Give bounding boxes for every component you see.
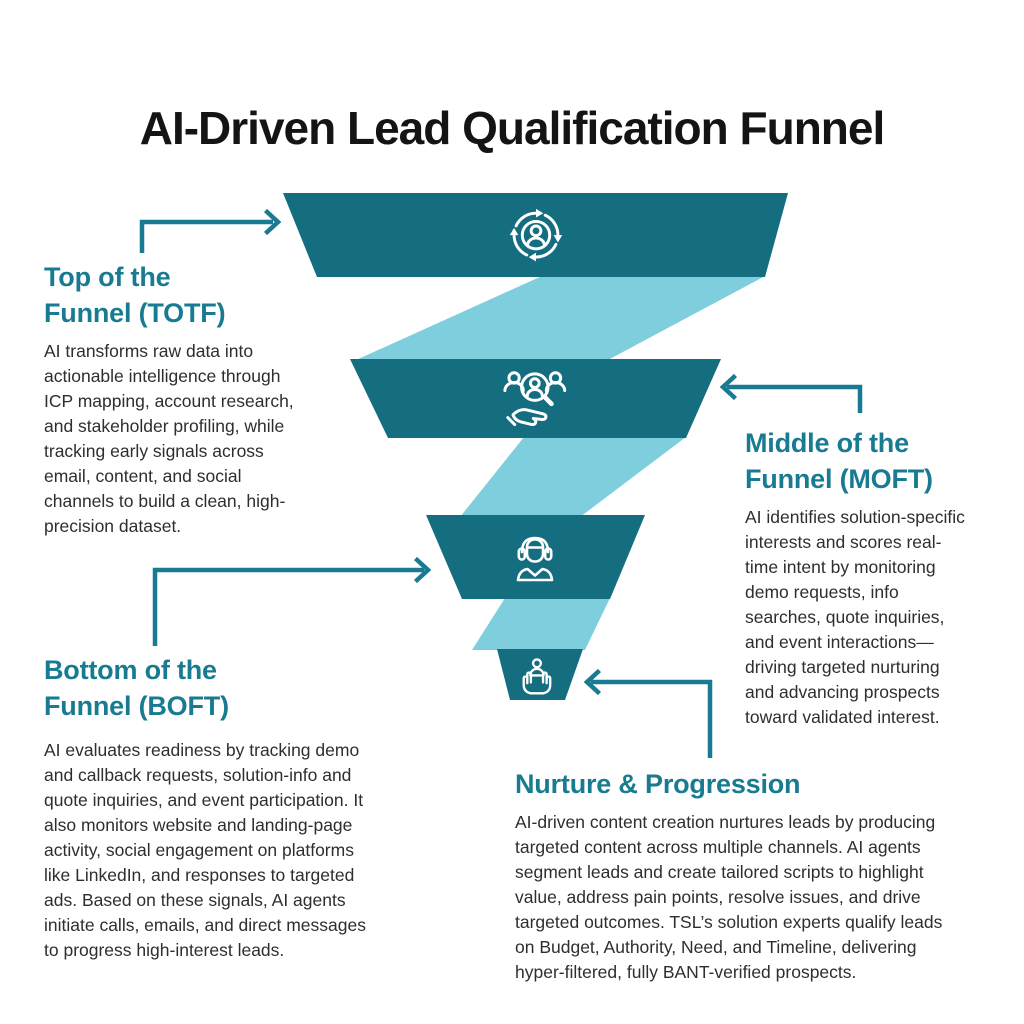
- funnel-level-3-shape: [426, 515, 645, 599]
- funnel-level-4: [497, 649, 583, 700]
- totf-arrow: [139, 208, 282, 253]
- funnel-level-3: [426, 515, 645, 599]
- moft-arrow: [719, 373, 863, 413]
- nurture-care-icon: [522, 658, 552, 695]
- section-moft: Middle of the Funnel (MOFT) AI identifie…: [745, 425, 1005, 730]
- moft-heading: Middle of the Funnel (MOFT): [745, 428, 933, 494]
- funnel-level-2: [350, 359, 721, 438]
- boft-heading: Bottom of the Funnel (BOFT): [44, 655, 229, 721]
- boft-body: AI evaluates readiness by tracking demo …: [44, 740, 366, 960]
- section-nurture: Nurture & Progression AI-driven content …: [515, 766, 1005, 985]
- nurture-body: AI-driven content creation nurtures lead…: [515, 812, 943, 982]
- funnel-level-2-shape: [350, 359, 721, 438]
- boft-arrowhead-icon: [413, 556, 432, 584]
- nurture-arrow: [583, 668, 713, 758]
- customer-target-icon: [509, 208, 563, 262]
- funnel-level-1: [283, 193, 788, 277]
- page-title: AI-Driven Lead Qualification Funnel: [139, 101, 886, 154]
- section-totf: Top of the Funnel (TOTF) AI transforms r…: [44, 259, 364, 539]
- lead-qualification-icon: [503, 371, 567, 427]
- ribbon-band-3: [472, 598, 610, 650]
- ribbon-band-2: [460, 437, 686, 517]
- section-boft: Bottom of the Funnel (BOFT) AI evaluates…: [44, 652, 424, 963]
- support-agent-icon: [516, 536, 554, 582]
- ribbon-band-1: [356, 276, 765, 360]
- moft-arrowhead-icon: [719, 373, 738, 401]
- nurture-heading: Nurture & Progression: [515, 769, 801, 799]
- moft-body: AI identifies solution-specific interest…: [745, 507, 965, 727]
- totf-heading: Top of the Funnel (TOTF): [44, 262, 226, 328]
- totf-body: AI transforms raw data into actionable i…: [44, 341, 294, 536]
- boft-arrow: [152, 556, 432, 646]
- nurture-arrowhead-icon: [583, 668, 602, 696]
- funnel-ribbon: [356, 276, 765, 650]
- totf-arrowhead-icon: [263, 208, 282, 236]
